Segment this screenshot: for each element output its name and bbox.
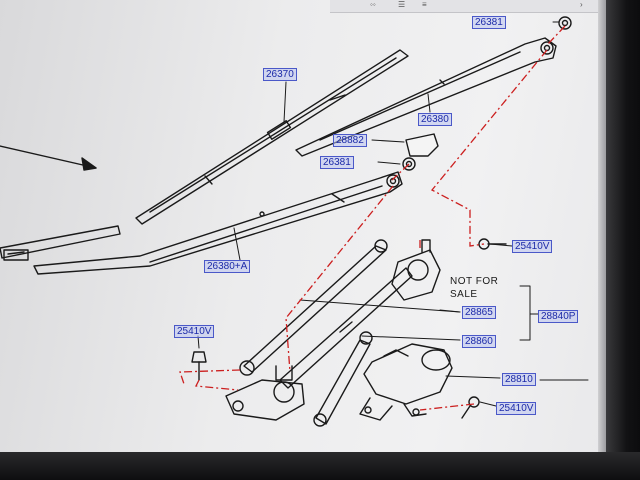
callout-25410v-bottom[interactable]: 25410V bbox=[496, 402, 537, 415]
callout-26370[interactable]: 26370 bbox=[263, 68, 297, 81]
wiper-arm-lower bbox=[33, 171, 403, 275]
assembly-center-lines bbox=[179, 25, 566, 411]
pivot-left bbox=[225, 365, 305, 421]
bolt-bottom bbox=[461, 396, 480, 419]
callout-26381-top[interactable]: 26381 bbox=[472, 16, 506, 29]
not-for-sale-line1: NOT FOR bbox=[450, 276, 499, 287]
monitor-bezel-right bbox=[606, 0, 640, 480]
wiper-blade-upper bbox=[135, 49, 409, 225]
callout-28865[interactable]: 28865 bbox=[462, 306, 496, 319]
not-for-sale-line2: SALE bbox=[450, 289, 478, 300]
callout-26380[interactable]: 26380 bbox=[418, 113, 452, 126]
next-icon[interactable]: › bbox=[580, 0, 583, 9]
callout-25410v-left[interactable]: 25410V bbox=[174, 325, 215, 338]
callout-25410v-right[interactable]: 25410V bbox=[512, 240, 553, 253]
wiper-blade-lower bbox=[0, 225, 121, 261]
monitor-edge bbox=[598, 0, 608, 460]
zoom-icon[interactable]: ◦◦ bbox=[370, 0, 376, 9]
callout-28840p[interactable]: 28840P bbox=[538, 310, 579, 323]
list-icon[interactable]: ≡ bbox=[422, 0, 427, 9]
pivot-right bbox=[391, 239, 441, 301]
callout-28810[interactable]: 28810 bbox=[502, 373, 536, 386]
callout-28860[interactable]: 28860 bbox=[462, 335, 496, 348]
wiper-motor bbox=[359, 343, 453, 421]
monitor-bezel-bottom bbox=[0, 452, 640, 480]
nut-cap bbox=[405, 133, 439, 157]
linkage-rod-main bbox=[239, 239, 388, 376]
callout-26380a[interactable]: 26380+A bbox=[204, 260, 251, 273]
bolt-left bbox=[191, 351, 207, 381]
leader-lines bbox=[197, 21, 589, 407]
callout-28882[interactable]: 28882 bbox=[333, 134, 367, 147]
nut-top bbox=[558, 16, 572, 30]
pointer-arrow bbox=[0, 145, 97, 171]
linkage-rod-drive bbox=[279, 267, 413, 389]
nut-mid bbox=[402, 157, 416, 171]
linkage-rod-motor bbox=[313, 331, 373, 427]
callout-26381-mid[interactable]: 26381 bbox=[320, 156, 354, 169]
viewer-toolbar: ◦◦ ☰ ≡ › bbox=[330, 0, 610, 13]
menu-icon[interactable]: ☰ bbox=[398, 0, 406, 9]
